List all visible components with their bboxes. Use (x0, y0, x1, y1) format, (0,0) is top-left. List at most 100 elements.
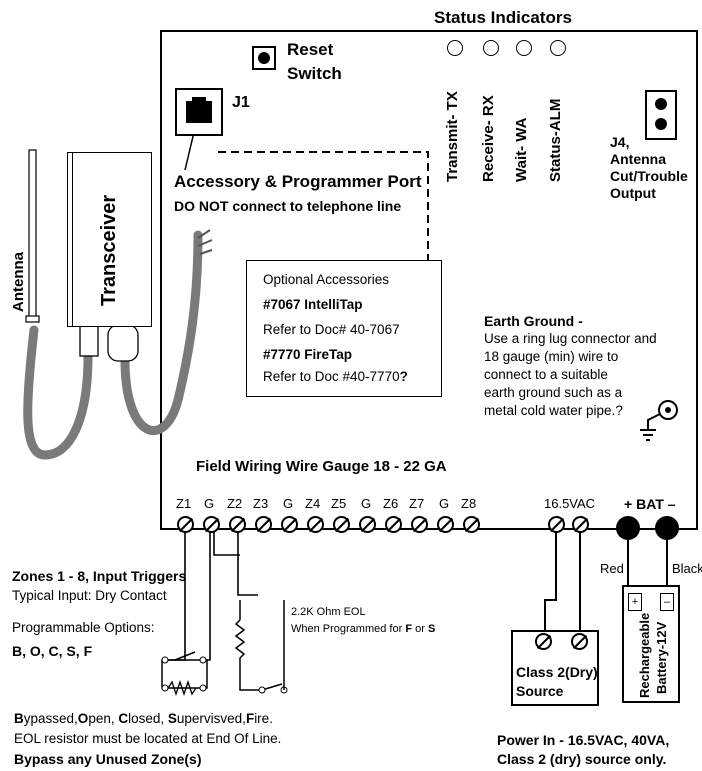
zones-programmable: Programmable Options: (12, 620, 155, 635)
terminal-z1[interactable] (177, 516, 194, 533)
eol-note-line1: 2.2K Ohm EOL (291, 606, 366, 618)
source-terminal-1 (535, 633, 552, 650)
j4-pin-icon (655, 98, 667, 110)
status-indicators-title: Status Indicators (434, 8, 572, 27)
port-cable (120, 230, 203, 435)
terminal-label-z5: Z5 (331, 496, 347, 511)
terminal-z6[interactable] (385, 516, 402, 533)
led-label-tx: Transmit- TX (444, 91, 461, 182)
antenna-label: Antenna (10, 252, 27, 312)
optional-accessories-box (246, 260, 442, 397)
class2-source-label-1: Class 2(Dry) (516, 664, 598, 680)
terminal-label-z4: Z4 (305, 496, 321, 511)
footer-legend-part: B (14, 711, 24, 726)
accessory-port-title: Accessory & Programmer Port (174, 172, 422, 191)
accessory-firetap-ref: Refer to Doc #40-7770? (263, 369, 408, 384)
terminal-z4[interactable] (307, 516, 324, 533)
accessory-firetap: #7770 FireTap (263, 347, 353, 362)
terminal-z7[interactable] (411, 516, 428, 533)
battery-minus-terminal: – (660, 593, 674, 611)
field-wiring-label: Field Wiring Wire Gauge 18 - 22 GA (196, 458, 447, 475)
battery-label-1: Rechargeable (637, 612, 652, 698)
control-panel-board (160, 30, 698, 530)
terminal-label-z1: Z1 (176, 496, 192, 511)
footer-legend-part: F (245, 711, 255, 726)
led-label-rx: Receive- RX (480, 95, 497, 182)
power-in-line2: Class 2 (dry) source only. (497, 751, 667, 767)
terminal-label-z7: Z7 (409, 496, 425, 511)
transceiver-module (68, 152, 152, 327)
earth-ground-heading: Earth Ground - (484, 313, 583, 329)
led-transmit-tx (447, 40, 463, 56)
terminal-label-16-5vac: 16.5VAC (544, 496, 596, 511)
terminal-g[interactable] (203, 516, 220, 533)
power-in-line1: Power In - 16.5VAC, 40VA, (497, 732, 670, 748)
terminal-z8[interactable] (463, 516, 480, 533)
battery-terminal-negative[interactable] (655, 516, 679, 540)
j4-connector[interactable] (645, 90, 677, 140)
led-receive-rx (483, 40, 499, 56)
earth-ground-line: Use a ring lug connector and (484, 331, 657, 346)
terminal-label-g: G (283, 496, 294, 511)
accessory-intellitap: #7067 IntelliTap (263, 297, 363, 312)
wire-color-black: Black (672, 561, 702, 576)
battery-terminal-positive[interactable] (616, 516, 640, 540)
led-status-alm (550, 40, 566, 56)
terminal-z2[interactable] (229, 516, 246, 533)
footer-bypass-note: Bypass any Unused Zone(s) (14, 751, 202, 767)
antenna-rod (28, 149, 37, 321)
battery-terminal-label: + BAT – (624, 496, 676, 512)
battery-plus-terminal: + (628, 593, 642, 611)
j1-label: J1 (232, 94, 250, 111)
terminal-g[interactable] (359, 516, 376, 533)
j4-label-1: J4, (610, 134, 630, 150)
j4-label-2: Antenna (610, 151, 666, 167)
eol-note-line2: When Programmed for F or S (291, 623, 436, 635)
terminal-label-z2: Z2 (227, 496, 243, 511)
reset-switch-label-2: Switch (287, 64, 342, 83)
led-label-alm: Status-ALM (547, 98, 564, 182)
terminal-z3[interactable] (255, 516, 272, 533)
terminal-label-g: G (361, 496, 372, 511)
footer-legend-part: ypassed, (23, 711, 78, 726)
zones-options: B, O, C, S, F (12, 643, 93, 659)
footer-legend-part: losed, (128, 711, 168, 726)
class2-source-label-2: Source (516, 683, 564, 699)
accessories-heading: Optional Accessories (263, 272, 390, 287)
j4-label-3: Cut/Trouble (610, 168, 688, 184)
terminal-label-z8: Z8 (461, 496, 477, 511)
terminal-g[interactable] (281, 516, 298, 533)
footer-legend-part: upervisved, (176, 711, 246, 726)
accessory-dashed-link (218, 151, 429, 262)
j4-pin-icon (655, 118, 667, 130)
terminal-label-z6: Z6 (383, 496, 399, 511)
footer-legend-part: S (167, 711, 177, 726)
terminal-label-g: G (439, 496, 450, 511)
j1-connector[interactable] (175, 88, 223, 136)
terminal-label-g: G (204, 496, 215, 511)
footer-legend-part: O (77, 711, 89, 726)
accessory-port-warning: DO NOT connect to telephone line (174, 198, 402, 214)
reset-button-dot-icon (258, 52, 270, 64)
terminal-ac-1[interactable] (548, 516, 565, 533)
led-label-wa: Wait- WA (513, 117, 530, 182)
source-terminal-2 (571, 633, 588, 650)
reset-switch[interactable] (252, 46, 276, 70)
transceiver-label: Transceiver (98, 194, 120, 306)
footer-legend-part: C (118, 711, 129, 726)
footer-legend-part: ire. (254, 711, 273, 726)
zones-typical-input: Typical Input: Dry Contact (12, 588, 167, 603)
footer-legend-part: pen, (88, 711, 119, 726)
earth-ground-line: connect to a suitable (484, 367, 608, 382)
terminal-ac-2[interactable] (572, 516, 589, 533)
footer-eol-note: EOL resistor must be located at End Of L… (14, 731, 282, 746)
earth-ground-line: 18 gauge (min) wire to (484, 349, 619, 364)
accessory-intellitap-ref: Refer to Doc# 40-7067 (263, 322, 400, 337)
terminal-z5[interactable] (333, 516, 350, 533)
footer-zone-options-legend: Bypassed,Open, Closed, Supervisved,Fire. (14, 711, 273, 727)
earth-ground-icon (640, 400, 678, 442)
j1-jack-icon (186, 101, 212, 123)
earth-ground-line: earth ground such as a (484, 385, 623, 400)
reset-switch-label-1: Reset (287, 40, 334, 59)
terminal-g[interactable] (437, 516, 454, 533)
